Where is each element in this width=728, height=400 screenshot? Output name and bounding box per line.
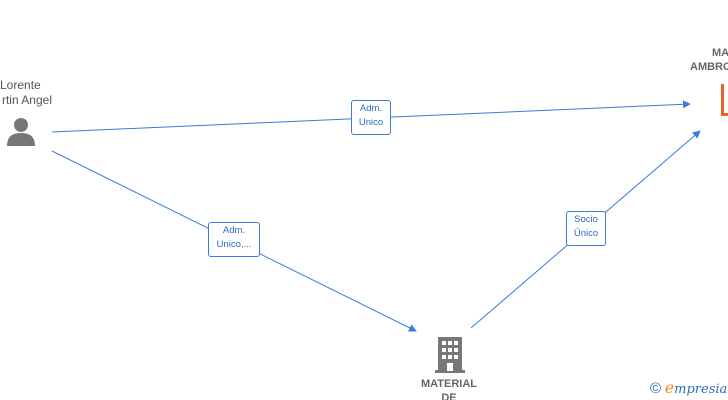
edge-label-line2: Unico [358, 117, 384, 128]
brand-name: mpresia [674, 382, 728, 397]
company-top-name-line2: AMBRO [690, 61, 728, 73]
edge-label-person-company-top[interactable]: Adm. Unico [351, 100, 391, 135]
edge-label-company-bottom-company-top[interactable]: Socio Único [566, 211, 606, 246]
edge-label-line1: Adm. [359, 103, 383, 114]
company-top-name-line1: MA [712, 47, 728, 59]
building-icon[interactable] [434, 337, 466, 373]
edge-label-line2: Unico,... [216, 239, 252, 250]
company-top-name[interactable]: MA AMBRO [690, 46, 728, 74]
brand-initial: e [664, 378, 675, 397]
edge-label-person-company-bottom[interactable]: Adm. Unico,... [208, 222, 260, 257]
person-icon[interactable] [6, 116, 36, 148]
company-bottom-name-line1: MATERIAL [420, 378, 477, 390]
person-name-line2: rtin Angel [1, 93, 52, 107]
edge-label-line2: Único [573, 228, 599, 239]
copyright-icon: © [650, 380, 662, 397]
company-bottom-name-line2: DE [441, 392, 457, 400]
company-bottom-name[interactable]: MATERIAL DE [410, 377, 488, 400]
company-icon[interactable] [718, 84, 728, 116]
person-name-line1: Lorente [0, 78, 41, 92]
brand-footer[interactable]: © empresia [650, 378, 727, 397]
person-name[interactable]: Lorente rtin Angel [0, 78, 52, 108]
edge-label-line1: Socio [574, 214, 598, 225]
edge-label-line1: Adm. [222, 225, 246, 236]
